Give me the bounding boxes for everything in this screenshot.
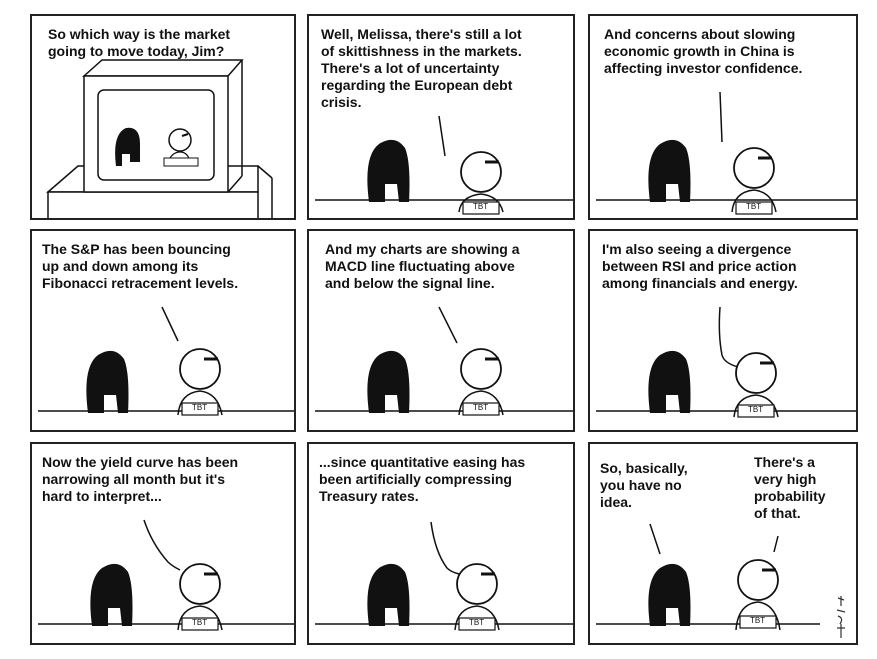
comic-panel-9: So, basically, you have no idea. There's…: [588, 442, 858, 645]
comic-panel-2: Well, Melissa, there's still a lot of sk…: [307, 14, 575, 220]
comic-panel-3: And concerns about slowing economic grow…: [588, 14, 858, 220]
desk-label-7: TBT: [192, 618, 208, 627]
anchors-illustration: [596, 306, 856, 418]
panel-5-caption: And my charts are showing a MACD line fl…: [325, 241, 520, 291]
anchors-illustration: [38, 519, 294, 631]
artist-signature: [836, 596, 846, 638]
anchors-illustration: [38, 306, 294, 416]
anchors-illustration: [315, 521, 573, 631]
desk-label-9: TBT: [750, 616, 766, 625]
desk-label-6: TBT: [748, 405, 764, 414]
panel-9-caption-left: So, basically, you have no idea.: [600, 460, 688, 510]
comic-panel-5: And my charts are showing a MACD line fl…: [307, 229, 575, 432]
anchors-illustration: [315, 306, 573, 416]
anchors-illustration: [596, 523, 820, 631]
comic-panel-6: I'm also seeing a divergence between RSI…: [588, 229, 858, 432]
panel-1-caption: So which way is the market going to move…: [48, 26, 231, 59]
comic-panel-1: So which way is the market going to move…: [30, 14, 296, 220]
comic-panel-4: The S&P has been bouncing up and down am…: [30, 229, 296, 432]
panel-2-caption: Well, Melissa, there's still a lot of sk…: [321, 26, 522, 110]
panel-3-caption: And concerns about slowing economic grow…: [604, 26, 803, 76]
desk-label-5: TBT: [473, 403, 489, 412]
tv-broadcast-illustration: [45, 59, 273, 218]
desk-label-3: TBT: [746, 202, 762, 211]
desk-label-8: TBT: [469, 618, 485, 627]
panel-9-caption-right: There's a very high probability of that.: [754, 454, 826, 521]
desk-label-2: TBT: [473, 202, 489, 211]
desk-label-4: TBT: [192, 403, 208, 412]
panel-8-caption: ...since quantitative easing has been ar…: [319, 454, 526, 504]
comic-panel-8: ...since quantitative easing has been ar…: [307, 442, 575, 645]
comic-panel-7: Now the yield curve has been narrowing a…: [30, 442, 296, 645]
panel-6-caption: I'm also seeing a divergence between RSI…: [602, 241, 798, 291]
panel-4-caption: The S&P has been bouncing up and down am…: [42, 241, 239, 291]
anchors-illustration: [315, 115, 573, 215]
panel-7-caption: Now the yield curve has been narrowing a…: [42, 454, 239, 504]
anchors-illustration: [596, 91, 856, 215]
